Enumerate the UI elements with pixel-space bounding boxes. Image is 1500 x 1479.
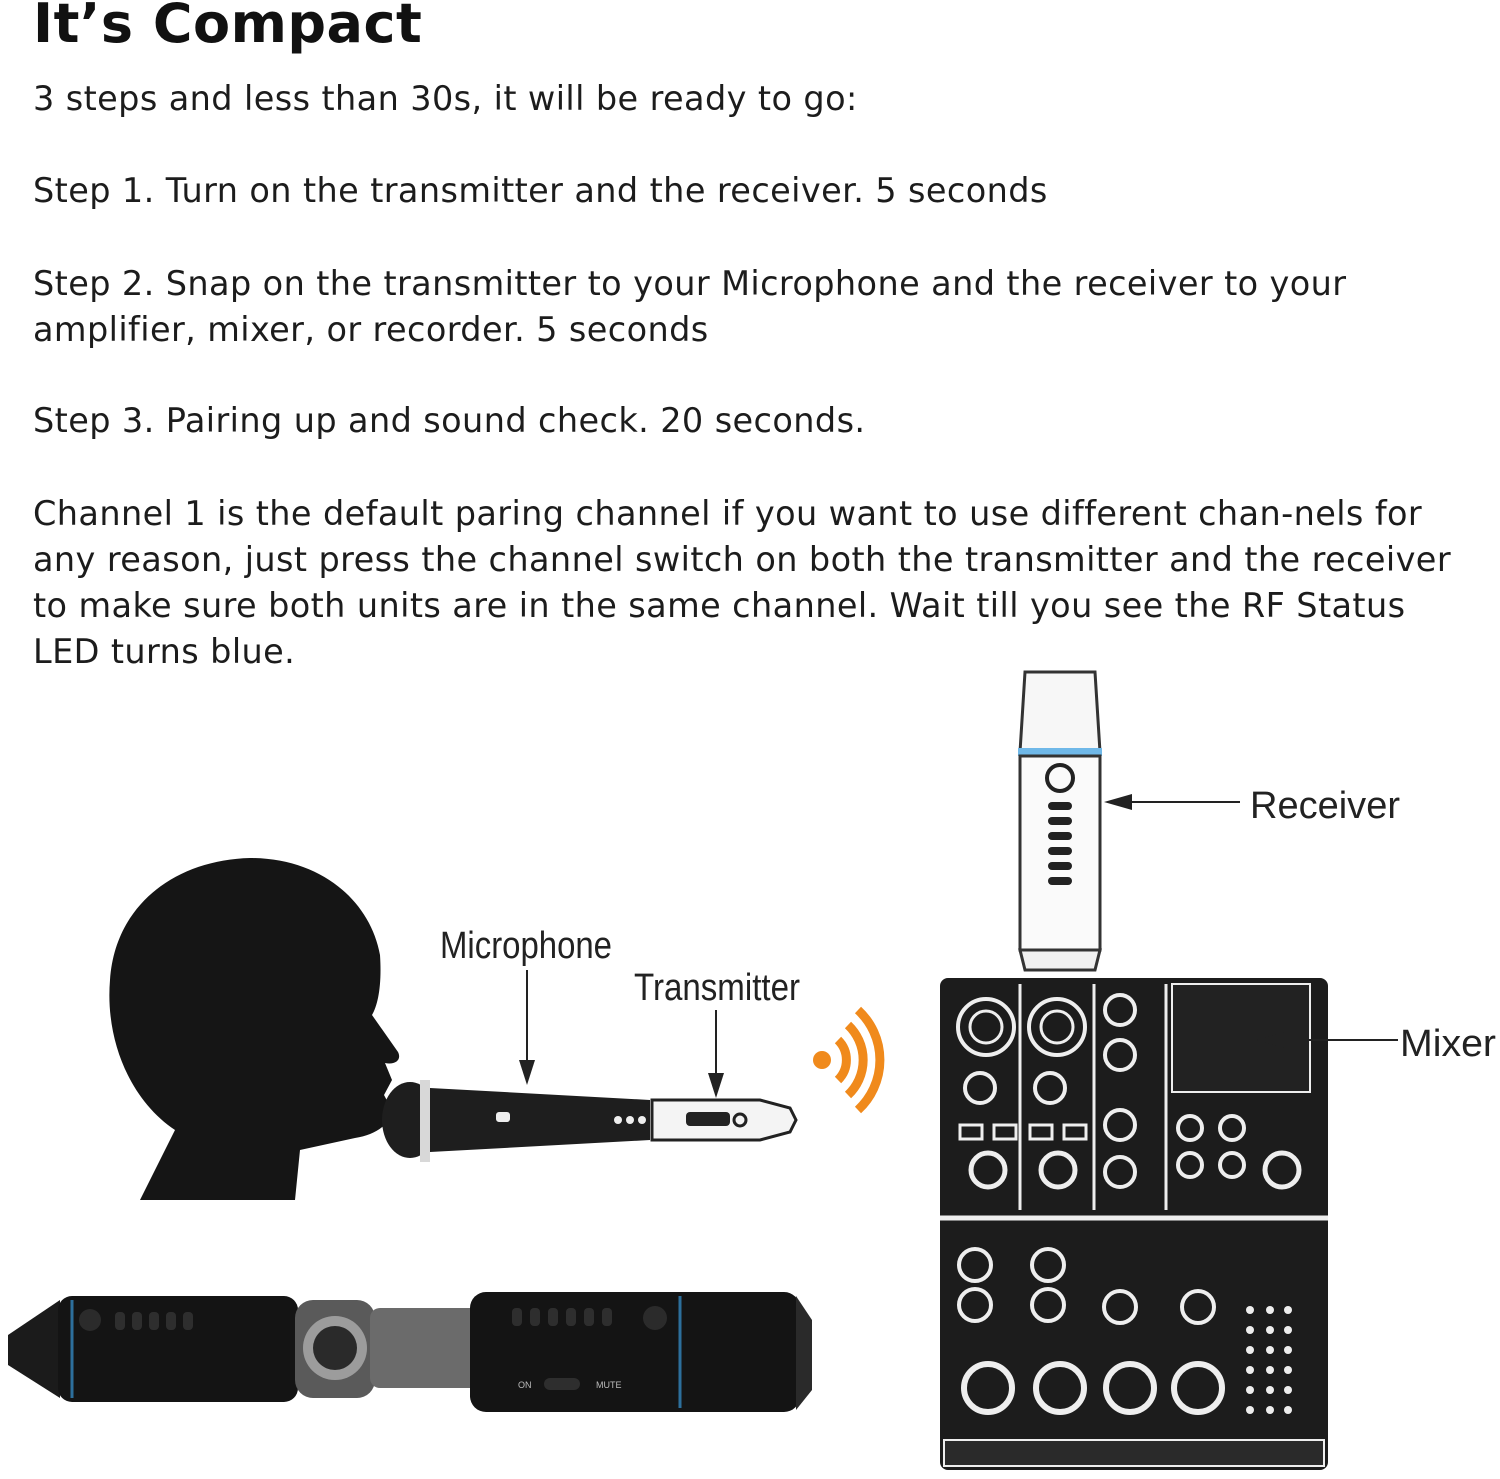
step-2-text: Step 2. Snap on the transmitter to your …: [33, 264, 1347, 349]
intro-text: 3 steps and less than 30s, it will be re…: [33, 79, 858, 118]
transmitter-callout-arrow: [708, 1010, 724, 1098]
transmitter-label: Transmitter: [634, 967, 800, 1009]
receiver-callout-arrow: [1104, 794, 1240, 810]
setup-illustration: ON MUTE Receiver Microphone Transmitter …: [8, 670, 1496, 1470]
head-silhouette: [109, 858, 400, 1200]
step-3-text: Step 3. Pairing up and sound check. 20 s…: [33, 401, 866, 440]
page-title: It’s Compact: [33, 0, 423, 55]
channel-note-text: Channel 1 is the default paring channel …: [33, 494, 1451, 671]
step-1-text: Step 1. Turn on the transmitter and the …: [33, 171, 1048, 210]
wireless-signal-icon: [813, 1006, 885, 1114]
mixer-label: Mixer: [1400, 1023, 1496, 1065]
on-marking: ON: [518, 1380, 532, 1390]
transmitter-product-photo: [8, 1296, 375, 1402]
mixer-graphic: [940, 978, 1328, 1470]
mixer-callout-arrow: [1256, 1032, 1398, 1048]
receiver-graphic: [1018, 670, 1102, 972]
transmitter-graphic: [650, 1098, 798, 1142]
microphone-callout-arrow: [519, 970, 535, 1085]
receiver-label: Receiver: [1250, 785, 1400, 827]
receiver-product-photo: ON MUTE: [370, 1292, 812, 1412]
mute-marking: MUTE: [596, 1380, 622, 1390]
microphone-label: Microphone: [440, 925, 612, 967]
microphone-graphic: [382, 1080, 650, 1162]
